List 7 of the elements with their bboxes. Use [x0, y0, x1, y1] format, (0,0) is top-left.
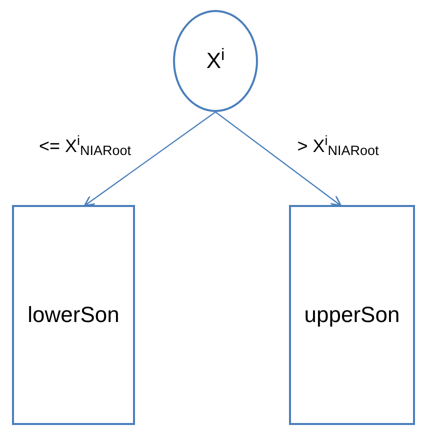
arrow — [215, 112, 342, 206]
node-label: upperSon — [304, 304, 400, 326]
node-label: X$^{i}$ — [206, 50, 225, 72]
leaf-box — [289, 205, 415, 425]
leaf-box — [12, 205, 135, 425]
node-label: lowerSon — [28, 304, 120, 326]
arrow — [84, 112, 216, 206]
